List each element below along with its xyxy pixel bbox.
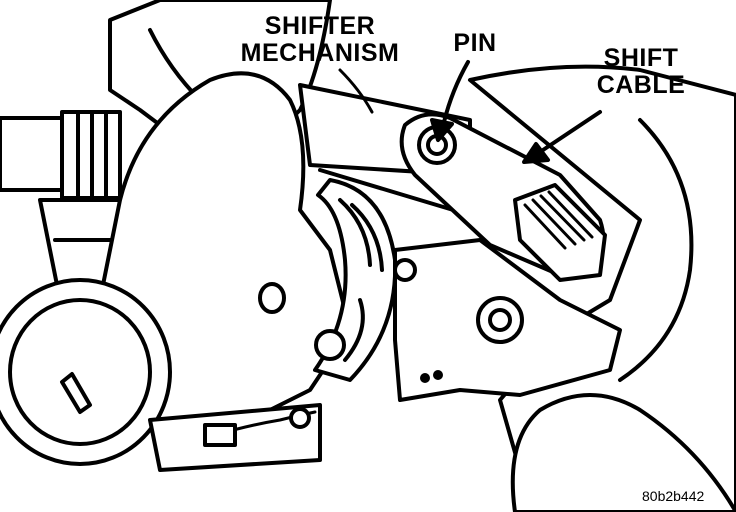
steering-shaft (0, 116, 72, 192)
label-shifter-line2: MECHANISM (240, 39, 400, 67)
leader-pin-arrowhead (430, 118, 454, 142)
figure-code: 80b2b442 (642, 488, 705, 504)
label-shifter-line1: SHIFTER (264, 12, 376, 40)
key-slot (60, 372, 92, 414)
leader-shift-cable (538, 110, 602, 154)
leader-shifter (338, 68, 374, 114)
housing-curve-right (618, 118, 694, 382)
leader-cable-arrowhead (522, 142, 550, 164)
label-pin: PIN (453, 29, 497, 57)
label-shift-line1: SHIFT (603, 44, 679, 72)
segment-pivot (314, 329, 346, 361)
arm-underside (318, 168, 472, 217)
detent-segment (313, 178, 398, 382)
label-shifter-mechanism: SHIFTER MECHANISM (230, 13, 410, 67)
ignition-lock-cylinder (0, 278, 172, 466)
body-bolt-hole (258, 282, 286, 314)
label-shift-line2: CABLE (596, 71, 686, 99)
leader-pin (442, 60, 470, 124)
bracket-bolt (476, 296, 524, 344)
cable-end-fitting (513, 183, 607, 282)
lower-right-boot (510, 393, 736, 512)
label-shift-cable: SHIFT CABLE (586, 45, 696, 99)
